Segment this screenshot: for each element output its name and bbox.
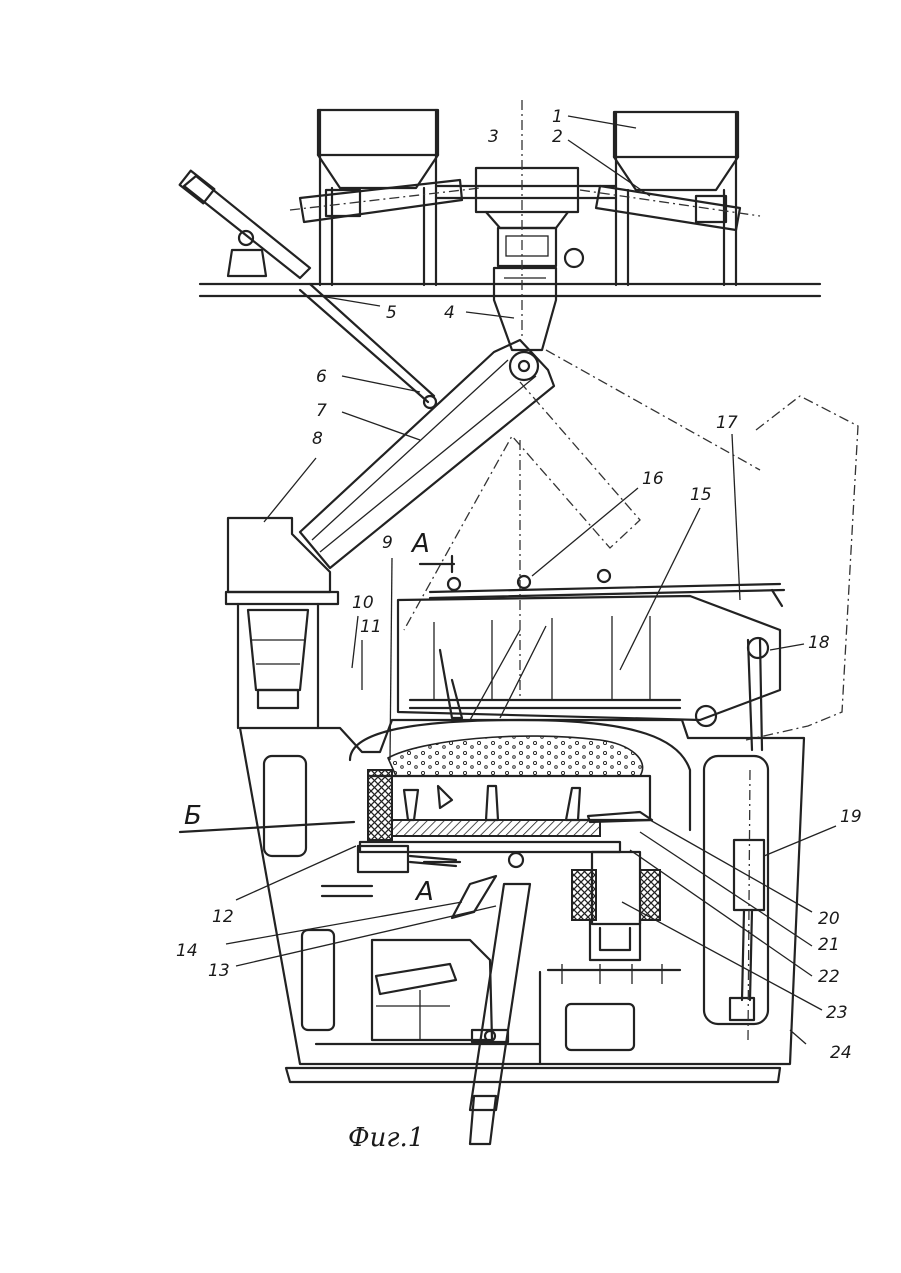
chute: [494, 268, 556, 350]
label-21: 21: [818, 935, 840, 955]
hydraulic-cylinder-upper: [180, 171, 436, 408]
lower-compartment: [372, 940, 492, 1040]
label-10: 10: [352, 593, 374, 613]
platform: [200, 284, 820, 296]
label-17: 17: [716, 413, 738, 433]
label-5: 5: [386, 303, 397, 323]
label-2: 2: [552, 127, 563, 147]
label-9: 9: [382, 533, 393, 553]
label-4: 4: [444, 303, 455, 323]
label-16: 16: [642, 469, 664, 489]
label-13: 13: [208, 961, 230, 981]
label-3: 3: [488, 127, 499, 147]
drum-section: [350, 720, 690, 872]
label-7: 7: [316, 401, 327, 421]
section-mark-a-top: А: [410, 529, 430, 559]
label-22: 22: [818, 967, 840, 987]
feed-hopper: [226, 518, 338, 728]
mixer-head-housing: [398, 570, 784, 726]
transfer-beam: [436, 186, 616, 198]
hopper-left: [318, 110, 438, 285]
side-cylinder: [730, 640, 764, 1040]
label-23: 23: [826, 1003, 848, 1023]
label-6: 6: [316, 367, 327, 387]
hood-outline: [746, 396, 858, 740]
figure-caption: Фиг.1: [348, 1123, 424, 1153]
screw-feeder-right: [580, 186, 760, 230]
section-mark-b: Б: [184, 801, 202, 831]
label-20: 20: [818, 909, 840, 929]
section-mark-a-bottom: А: [414, 877, 434, 907]
label-19: 19: [840, 807, 862, 827]
label-15: 15: [690, 485, 712, 505]
label-11: 11: [360, 617, 382, 637]
label-14: 14: [176, 941, 198, 961]
bearing-unit: [548, 852, 680, 984]
label-24: 24: [830, 1043, 852, 1063]
leader-lines: [180, 116, 836, 1044]
label-1: 1: [552, 107, 563, 127]
section-marks: А А Б: [184, 529, 434, 907]
label-18: 18: [808, 633, 830, 653]
dosing-chamber: [476, 168, 583, 267]
label-8: 8: [312, 429, 323, 449]
label-12: 12: [212, 907, 234, 927]
conveyor-swing-outline: [404, 350, 760, 700]
